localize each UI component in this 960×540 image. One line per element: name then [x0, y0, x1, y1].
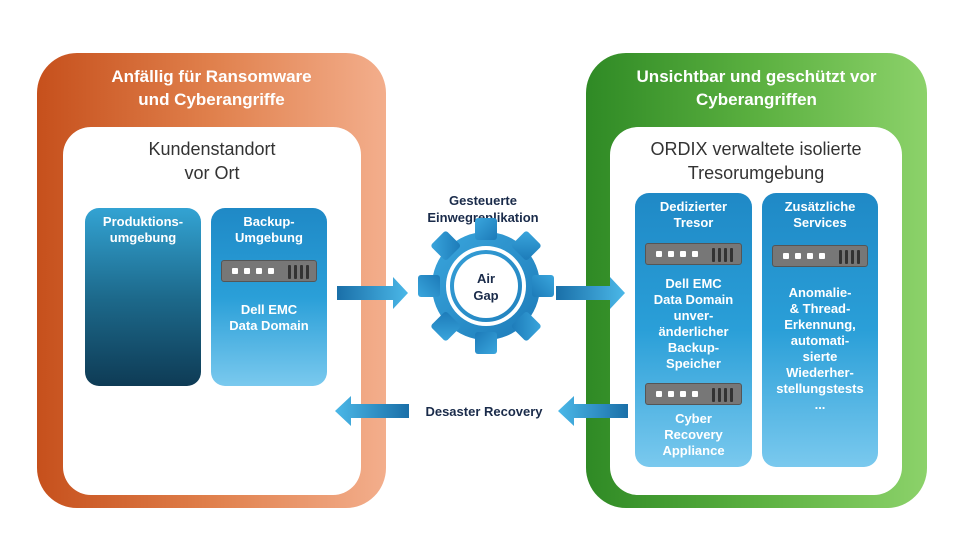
air-gap-label: Air Gap	[473, 271, 499, 303]
cyber-recovery-appliance-text: Cyber Recovery Appliance	[662, 411, 725, 458]
additional-services-text: Anomalie- & Thread- Erkennung, automati-…	[776, 285, 864, 412]
additional-services-box: Zusätzliche Services Anomalie- & Thread-…	[762, 193, 878, 467]
gear-icon	[418, 218, 554, 354]
replication-arrow-left	[337, 277, 408, 309]
disaster-recovery-label: Desaster Recovery	[425, 404, 543, 419]
additional-services-title: Zusätzliche Services	[784, 199, 856, 230]
recovery-arrow-right	[558, 396, 628, 426]
backup-environment-box: Backup- Umgebung Dell EMC Data Domain	[211, 208, 327, 386]
backup-environment-title: Backup- Umgebung	[235, 214, 303, 245]
vault-environment-title: ORDIX verwaltete isolierte Tresorumgebun…	[650, 139, 862, 183]
customer-site-title: Kundenstandort vor Ort	[148, 139, 276, 183]
replication-label: Gesteuerte Einwegreplikation	[427, 193, 539, 225]
dedicated-vault-box: Dedizierter Tresor Dell EMC Data Domain …	[635, 193, 752, 467]
dedicated-vault-storage-text: Dell EMC Data Domain unver- änderlicher …	[653, 276, 734, 371]
production-environment-label: Produktions- umgebung	[102, 214, 184, 245]
server-icon	[645, 383, 742, 405]
protected-panel-title: Unsichtbar und geschützt vor Cyberangrif…	[636, 67, 877, 109]
server-icon	[221, 260, 317, 282]
server-icon	[772, 245, 868, 267]
production-environment-box: Produktions- umgebung	[85, 208, 201, 386]
recovery-arrow-left	[335, 396, 409, 426]
backup-environment-text: Dell EMC Data Domain	[229, 302, 309, 333]
vulnerable-panel-title: Anfällig für Ransomware und Cyberangriff…	[111, 67, 312, 109]
server-icon	[645, 243, 742, 265]
replication-arrow-right	[556, 277, 625, 309]
dedicated-vault-title: Dedizierter Tresor	[659, 199, 728, 230]
